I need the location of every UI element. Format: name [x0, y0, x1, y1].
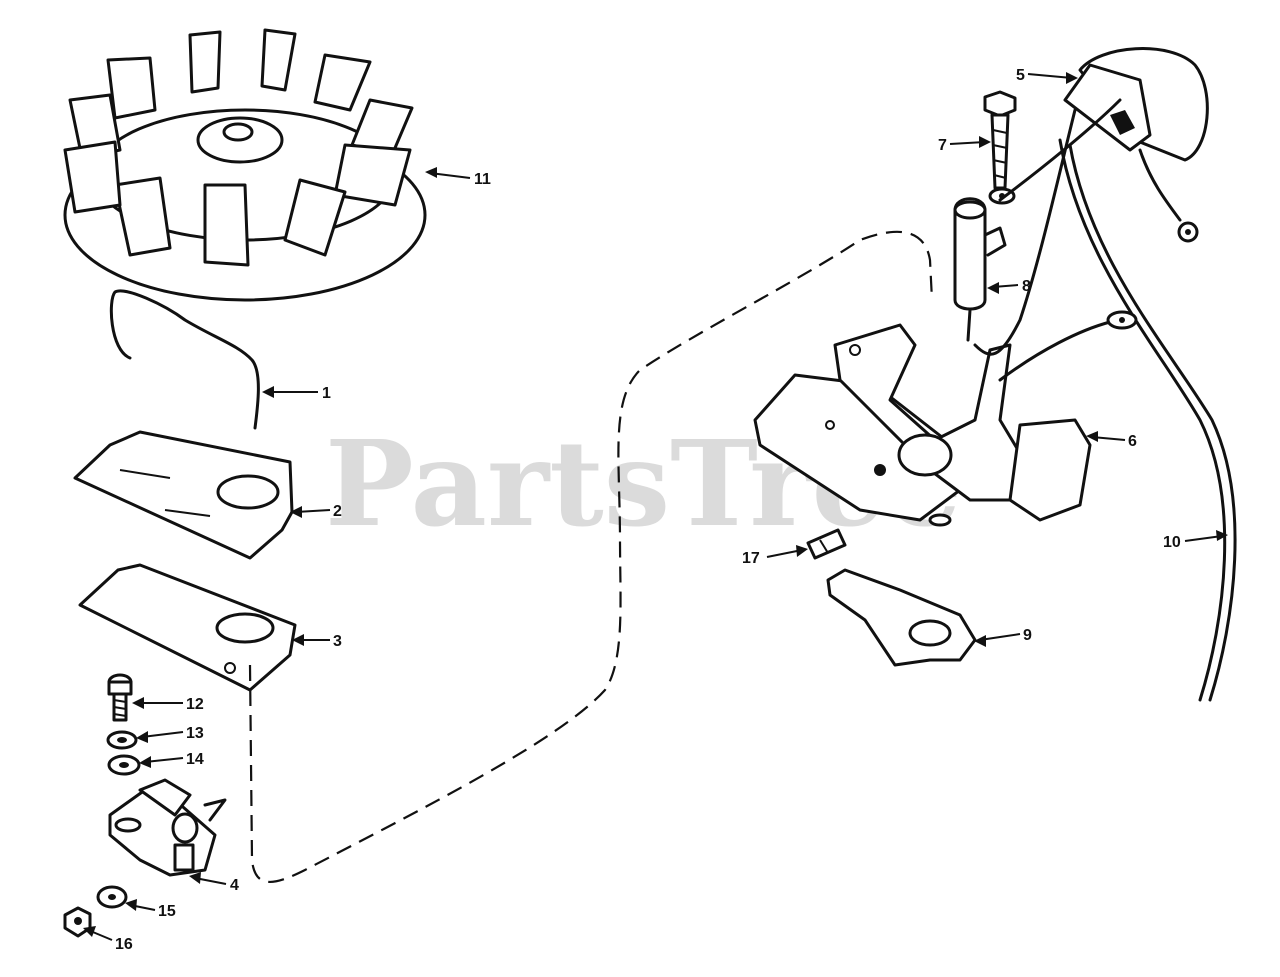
ignition-coil-part[interactable] — [973, 47, 1209, 356]
callout-16: 16 — [115, 936, 133, 953]
block-part-17[interactable] — [806, 528, 847, 560]
callout-3: 3 — [333, 633, 342, 650]
assembly-outline — [248, 230, 934, 883]
callout-15: 15 — [158, 903, 176, 920]
washer-part-13[interactable] — [106, 730, 138, 750]
callout-7: 7 — [938, 137, 947, 154]
screw-part-12[interactable] — [107, 673, 133, 722]
callout-11: 11 — [474, 171, 491, 188]
callout-10: 10 — [1163, 534, 1181, 551]
screw-part-7[interactable] — [983, 90, 1017, 190]
callout-9: 9 — [1023, 627, 1032, 644]
flywheel-part[interactable] — [63, 28, 427, 302]
callout-12: 12 — [186, 696, 204, 713]
callout-8: 8 — [1022, 278, 1031, 295]
callout-2: 2 — [333, 503, 342, 520]
insulator-plate-part[interactable] — [78, 563, 297, 692]
nut-part-16[interactable] — [63, 906, 92, 938]
callout-13: 13 — [186, 725, 204, 742]
callout-14: 14 — [186, 751, 204, 768]
callout-17: 17 — [742, 550, 760, 567]
callout-labels: 11 1 2 3 12 13 14 4 15 16 5 7 8 6 17 9 1… — [115, 67, 1181, 953]
breaker-points-part[interactable] — [108, 778, 227, 877]
condenser-part-8[interactable] — [953, 187, 1016, 342]
spark-plug-lead-part[interactable] — [998, 138, 1237, 702]
leader-arrows — [83, 72, 1228, 941]
washer-part-14[interactable] — [107, 754, 141, 776]
callout-6: 6 — [1128, 433, 1137, 450]
gasket-part-9[interactable] — [826, 568, 977, 667]
cover-plate-part[interactable] — [73, 430, 294, 560]
callout-4: 4 — [230, 877, 239, 894]
callout-1: 1 — [322, 385, 331, 402]
armature-plate-part[interactable] — [753, 323, 1092, 527]
washer-part-15[interactable] — [96, 885, 128, 909]
callout-5: 5 — [1016, 67, 1025, 84]
spring-wire-part[interactable] — [109, 289, 260, 430]
